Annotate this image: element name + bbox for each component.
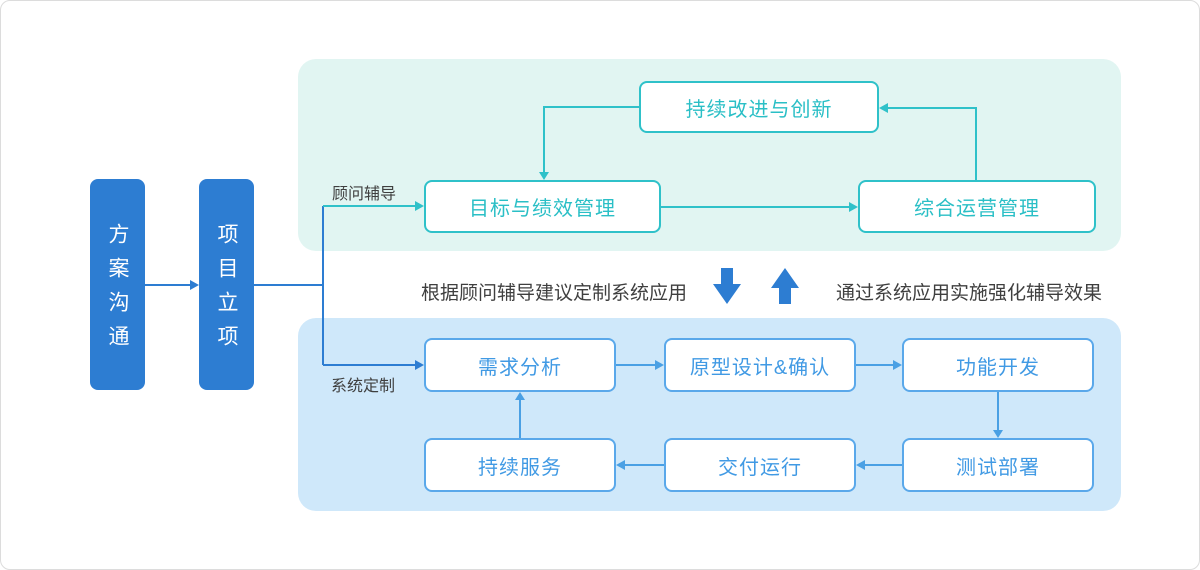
delivery-operation-node: 交付运行 — [664, 438, 856, 492]
continuous-improvement-node: 持续改进与创新 — [639, 81, 879, 133]
down-arrow-icon — [713, 268, 741, 304]
function-development-node: 功能开发 — [902, 338, 1094, 392]
goal-performance-node: 目标与绩效管理 — [424, 180, 661, 233]
integrated-operations-node: 综合运营管理 — [858, 180, 1096, 233]
requirements-analysis-node: 需求分析 — [424, 338, 616, 392]
plan-communication-node: 方案沟通 — [90, 179, 145, 390]
project-initiation-label: 项目立项 — [215, 223, 238, 359]
prototype-design-node: 原型设计&确认 — [664, 338, 856, 392]
testing-deployment-node: 测试部署 — [902, 438, 1094, 492]
strengthen-coaching-caption: 通过系统应用实施强化辅导效果 — [836, 283, 1103, 304]
continuous-service-node: 持续服务 — [424, 438, 616, 492]
up-arrow-icon — [771, 268, 799, 304]
system-section-label: 系统定制 — [331, 378, 396, 395]
plan-communication-label: 方案沟通 — [106, 223, 129, 359]
customize-system-caption: 根据顾问辅导建议定制系统应用 — [421, 283, 688, 304]
consulting-section-label: 顾问辅导 — [332, 186, 397, 203]
project-initiation-node: 项目立项 — [199, 179, 254, 390]
